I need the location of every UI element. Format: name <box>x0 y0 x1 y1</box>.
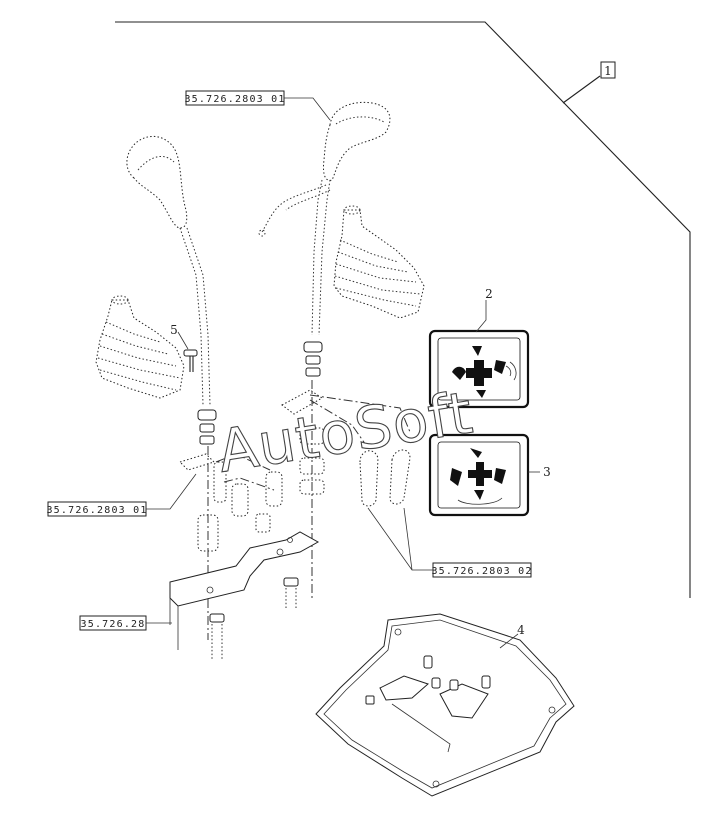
joystick-lever-right <box>258 101 391 336</box>
assembly-lines <box>207 380 411 640</box>
shaft-hardware <box>197 341 325 495</box>
rubber-boot-left <box>95 295 185 399</box>
assembly-frame <box>115 21 691 598</box>
bracket-screws <box>209 577 299 660</box>
reference-right: 35.726.2803 02 <box>431 562 532 578</box>
reference-bottom-label: 35.726.28 <box>81 619 146 630</box>
callout-decal-upper-number: 2 <box>485 287 493 301</box>
reference-left: 35.726.2803 01 <box>46 501 147 517</box>
callout-assembly: 1 <box>600 61 616 79</box>
callout-bolt-number: 5 <box>170 323 178 337</box>
joystick-lever-left <box>126 136 211 406</box>
rubber-boot-right <box>333 205 425 319</box>
decal-control-pattern-lower <box>428 433 530 517</box>
reference-left-label: 35.726.2803 01 <box>46 505 147 516</box>
reference-right-label: 35.726.2803 02 <box>431 566 532 577</box>
reference-bottom: 35.726.28 <box>79 615 147 631</box>
reference-top: 35.726.2803 01 <box>184 90 285 106</box>
callout-mat-number: 4 <box>517 623 525 637</box>
bolt: 5 <box>170 323 198 372</box>
callout-decal-lower-number: 3 <box>543 465 551 479</box>
floor-mat <box>315 613 575 797</box>
reference-top-label: 35.726.2803 01 <box>184 94 285 105</box>
callout-assembly-number: 1 <box>604 64 612 78</box>
decal-control-pattern-upper <box>428 329 530 409</box>
pivot-pins <box>359 449 411 507</box>
mounting-bracket <box>169 531 320 650</box>
